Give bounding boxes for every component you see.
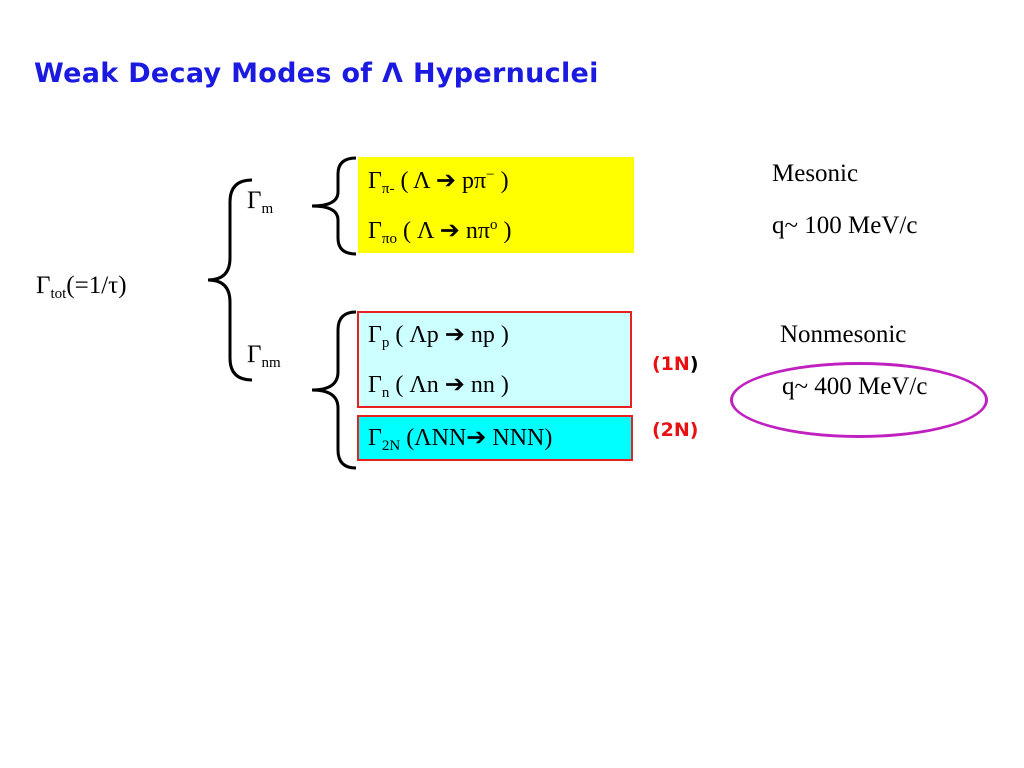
gamma-n-row: Γn ( Λn ➔ nn ) bbox=[368, 370, 509, 402]
total-brace bbox=[207, 178, 253, 382]
gamma-total-rest: (=1/τ) bbox=[66, 272, 127, 299]
nonmesonic-label: Nonmesonic bbox=[780, 321, 907, 348]
gamma-total-symbol: Γ bbox=[36, 272, 51, 299]
gamma-p-sub: p bbox=[381, 335, 390, 351]
pi-minus-symbol: Γ bbox=[368, 168, 382, 194]
gamma-p-text: ( Λp ➔ np ) bbox=[389, 322, 509, 348]
pi-zero-row: Γπo ( Λ ➔ nπo ) bbox=[368, 216, 511, 248]
pi-minus-sup: − bbox=[486, 167, 495, 183]
gamma-2n-symbol: Γ bbox=[368, 425, 382, 451]
mesonic-brace bbox=[311, 156, 357, 256]
gamma-2n-sub: 2N bbox=[381, 438, 401, 454]
pi-minus-text: ( Λ ➔ pπ bbox=[394, 168, 487, 194]
pi-zero-text: ( Λ ➔ nπ bbox=[396, 218, 490, 244]
one-n-box bbox=[357, 311, 632, 408]
mesonic-label: Mesonic bbox=[772, 160, 859, 187]
pi-zero-sup: o bbox=[489, 217, 498, 233]
one-n-label-close: ) bbox=[689, 353, 699, 375]
pi-zero-close: ) bbox=[497, 218, 512, 244]
two-n-label: (2N) bbox=[652, 419, 699, 441]
gamma-mesonic: Γm bbox=[247, 187, 273, 218]
pi-zero-symbol: Γ bbox=[368, 218, 382, 244]
gamma-2n-row: Γ2N (ΛNN➔ NNN) bbox=[368, 423, 552, 455]
pi-minus-close: ) bbox=[494, 168, 509, 194]
gamma-p-row: Γp ( Λp ➔ np ) bbox=[368, 320, 509, 352]
gamma-n-symbol: Γ bbox=[368, 372, 382, 398]
gamma-nm-sub: nm bbox=[261, 355, 281, 371]
gamma-n-text: ( Λn ➔ nn ) bbox=[389, 372, 509, 398]
pi-zero-sub: πo bbox=[381, 231, 397, 247]
pi-minus-sub: π- bbox=[381, 181, 395, 197]
mesonic-box bbox=[358, 157, 634, 253]
two-n-box bbox=[357, 415, 633, 461]
one-n-label: (1N) bbox=[652, 353, 699, 375]
gamma-n-sub: n bbox=[381, 385, 390, 401]
page-title: Weak Decay Modes of Λ Hypernuclei bbox=[34, 58, 599, 89]
gamma-total-sub: tot bbox=[50, 286, 67, 302]
nonmesonic-brace bbox=[311, 310, 357, 470]
gamma-m-symbol: Γ bbox=[247, 187, 262, 214]
gamma-m-sub: m bbox=[261, 201, 274, 217]
gamma-2n-text: (ΛNN➔ NNN) bbox=[400, 425, 553, 451]
gamma-p-symbol: Γ bbox=[368, 322, 382, 348]
nonmesonic-momentum: q~ 400 MeV/c bbox=[782, 373, 928, 400]
mesonic-momentum: q~ 100 MeV/c bbox=[772, 212, 918, 239]
gamma-nonmesonic: Γnm bbox=[247, 341, 281, 372]
gamma-nm-symbol: Γ bbox=[247, 341, 262, 368]
highlight-ellipse bbox=[730, 362, 988, 438]
one-n-label-open: (1N bbox=[652, 353, 690, 375]
pi-minus-row: Γπ- ( Λ ➔ pπ− ) bbox=[368, 166, 509, 198]
gamma-total: Γtot(=1/τ) bbox=[36, 272, 127, 303]
